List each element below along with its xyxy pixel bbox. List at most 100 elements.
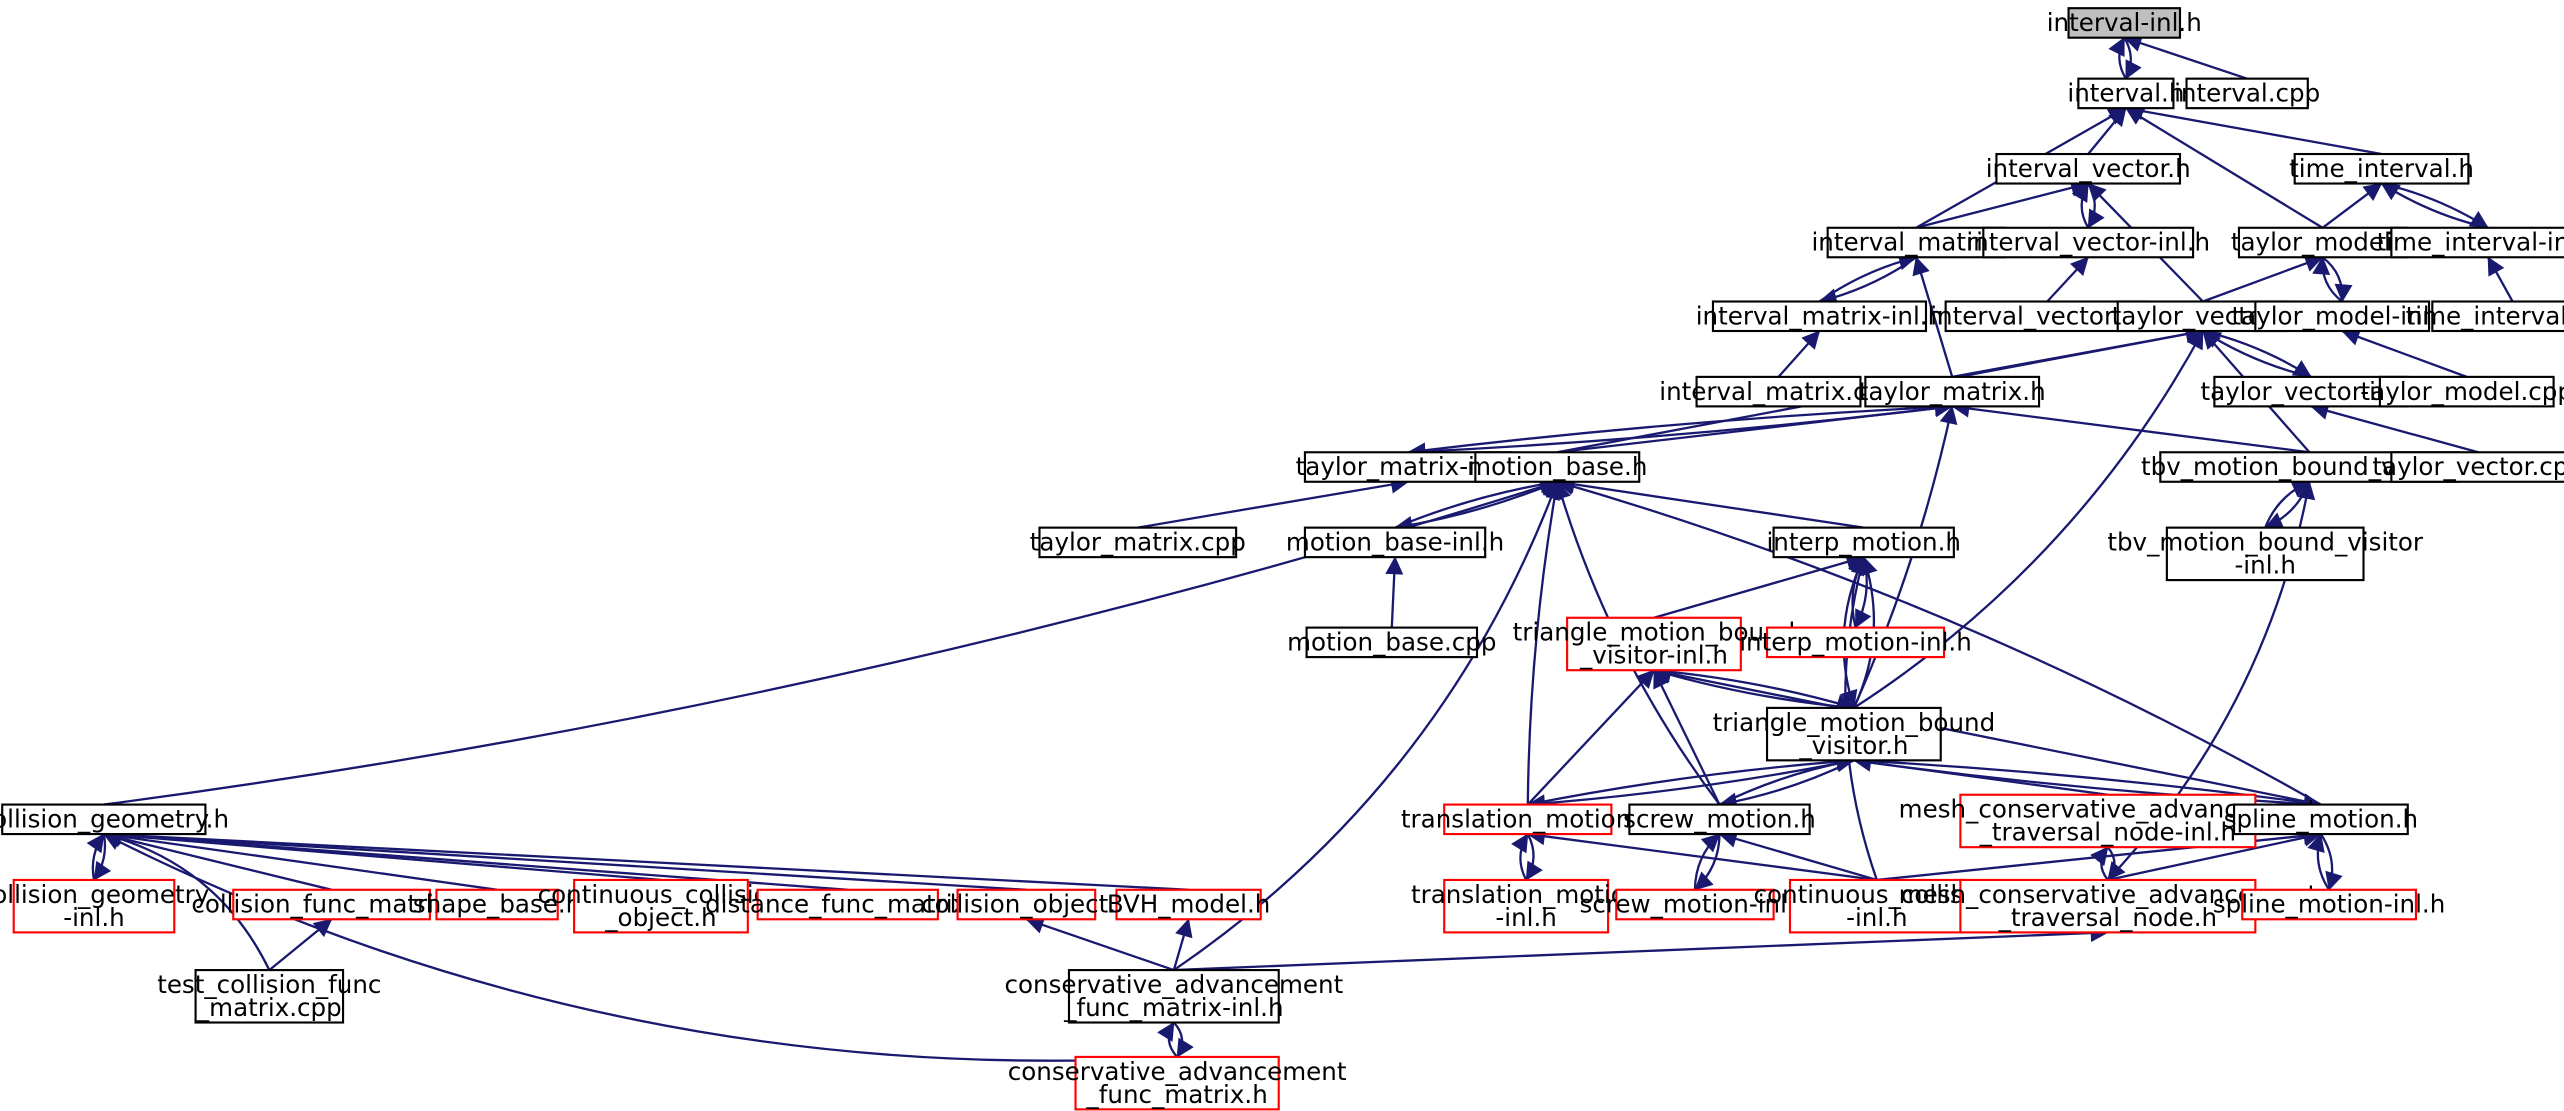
node-box[interactable]: [1695, 375, 1862, 408]
graph-node-n36[interactable]: collision_func_matrix.h: [191, 888, 472, 921]
node-box[interactable]: [2067, 7, 2182, 39]
graph-node-n35[interactable]: collision_geometry-inl.h: [0, 878, 209, 934]
graph-node-n21[interactable]: taylor_vector.cpp: [2372, 451, 2564, 483]
graph-node-n48[interactable]: conservative_advancement_func_matrix-inl…: [1004, 969, 1344, 1024]
node-box[interactable]: [194, 969, 345, 1024]
node-box[interactable]: [1474, 451, 1641, 483]
graph-node-n15[interactable]: taylor_matrix.h: [1859, 375, 2046, 408]
edge-n48-to-n45: [1173, 924, 2109, 972]
graph-node-n34[interactable]: spline_motion.h: [2224, 803, 2418, 836]
node-box[interactable]: [2390, 451, 2564, 483]
graph-node-n32[interactable]: screw_motion.h: [1623, 803, 1816, 836]
node-box[interactable]: [2241, 888, 2418, 921]
graph-node-n43[interactable]: screw_motion-inl.h: [1580, 888, 1811, 921]
node-box[interactable]: [2378, 375, 2555, 408]
edge-n31-to-n29: [1527, 752, 1855, 806]
node-box[interactable]: [1615, 888, 1775, 921]
graph-node-n17[interactable]: taylor_model.cpp: [2361, 375, 2564, 408]
graph-node-n3[interactable]: interval_vector.h: [1986, 152, 2191, 185]
edge-n37-to-n30: [102, 827, 498, 891]
graph-node-n40[interactable]: collision_object.h: [921, 888, 1132, 921]
node-box[interactable]: [2185, 77, 2309, 110]
graph-node-n38[interactable]: continuous_collision_object.h: [538, 878, 785, 934]
node-label: motion_base.h: [1467, 452, 1647, 481]
node-label: screw_motion.h: [1623, 805, 1816, 834]
node-box[interactable]: [2232, 803, 2409, 836]
graph-node-n31[interactable]: translation_motion.h: [1401, 803, 1655, 836]
node-box[interactable]: [1, 803, 207, 836]
graph-node-n1[interactable]: interval.h: [2067, 77, 2184, 110]
graph-node-n27[interactable]: triangle_motion_bound_visitor-inl.h: [1513, 616, 1796, 672]
node-box[interactable]: [1303, 526, 1487, 559]
graph-node-n25[interactable]: tbv_motion_bound_visitor-inl.h: [2107, 526, 2424, 582]
graph-node-n41[interactable]: BVH_model.h: [1107, 888, 1271, 921]
node-box[interactable]: [232, 888, 431, 921]
edge-n9-to-n5: [1818, 252, 1918, 303]
node-box[interactable]: [2213, 375, 2409, 408]
node-box[interactable]: [756, 888, 939, 921]
graph-node-n8[interactable]: time_interval-inl.h: [2377, 226, 2564, 259]
graph-node-n42[interactable]: translation_motion-inl.h: [1411, 878, 1641, 934]
node-box[interactable]: [2431, 300, 2564, 333]
node-box[interactable]: [2237, 226, 2408, 259]
node-box[interactable]: [1765, 626, 1946, 659]
node-box[interactable]: [2254, 300, 2431, 333]
graph-node-n26[interactable]: motion_base.cpp: [1287, 626, 1496, 659]
graph-node-n23[interactable]: motion_base-inl.h: [1286, 526, 1504, 559]
node-box[interactable]: [1711, 300, 1928, 333]
node-box[interactable]: [1038, 526, 1238, 559]
node-box[interactable]: [1305, 626, 1479, 659]
node-label: _func_matrix-inl.h: [1063, 993, 1283, 1022]
graph-node-n12[interactable]: taylor_model-inl.h: [2232, 300, 2453, 333]
node-box[interactable]: [435, 888, 559, 921]
edge-n29-to-n31: [1526, 759, 1855, 813]
graph-node-n45[interactable]: mesh_conservative_advancement_traversal_…: [1899, 878, 2318, 934]
node-box[interactable]: [1995, 152, 2182, 185]
node-box[interactable]: [573, 878, 749, 934]
graph-node-n47[interactable]: test_collision_func_matrix.cpp: [157, 969, 381, 1024]
graph-node-n2[interactable]: interval.cpp: [2174, 77, 2320, 110]
graph-node-n49[interactable]: conservative_advancement_func_matrix.h: [1008, 1055, 1347, 1111]
graph-node-n0[interactable]: interval-inl.h: [2047, 7, 2202, 39]
node-box[interactable]: [956, 888, 1097, 921]
node-box[interactable]: [1443, 803, 1613, 836]
node-box[interactable]: [1982, 226, 2195, 259]
graph-node-n13[interactable]: time_interval.cpp: [2406, 300, 2564, 333]
node-box[interactable]: [1959, 878, 2257, 934]
graph-node-n22[interactable]: taylor_matrix.cpp: [1030, 526, 1246, 559]
graph-node-n37[interactable]: shape_base.h: [413, 888, 581, 921]
graph-node-n14[interactable]: interval_matrix.cpp: [1659, 375, 1898, 408]
graph-node-n9[interactable]: interval_matrix-inl.h: [1696, 300, 1943, 333]
graph-node-n28[interactable]: interp_motion-inl.h: [1739, 626, 1972, 659]
graph-node-n24[interactable]: interp_motion.h: [1766, 526, 1961, 559]
graph-node-n5[interactable]: interval_matrix.h: [1811, 226, 2021, 259]
edge-n20-to-n15: [1951, 399, 2310, 454]
node-box[interactable]: [2390, 226, 2564, 259]
node-box[interactable]: [1628, 803, 1811, 836]
node-box[interactable]: [2293, 152, 2470, 185]
node-label: taylor_model-inl.h: [2232, 301, 2453, 330]
graph-node-n19[interactable]: motion_base.h: [1467, 451, 1647, 483]
node-box[interactable]: [1115, 888, 1262, 921]
node-box[interactable]: [1765, 706, 1942, 762]
node-box[interactable]: [1772, 526, 1955, 559]
edge-n15-to-n5: [1912, 256, 1954, 378]
node-box[interactable]: [1864, 375, 2041, 408]
node-box[interactable]: [1067, 969, 1280, 1024]
node-box[interactable]: [2077, 77, 2175, 110]
graph-node-n29[interactable]: triangle_motion_bound_visitor.h: [1713, 706, 1996, 762]
node-box[interactable]: [1443, 878, 1610, 934]
graph-node-n7[interactable]: taylor_model.h: [2231, 226, 2414, 259]
node-label: motion_base-inl.h: [1286, 528, 1504, 557]
graph-node-n4[interactable]: time_interval.h: [2289, 152, 2474, 185]
graph-node-n46[interactable]: spline_motion-inl.h: [2213, 888, 2445, 921]
graph-node-n39[interactable]: distance_func_matrix.h: [705, 888, 990, 921]
node-box[interactable]: [2165, 526, 2365, 582]
node-box[interactable]: [1074, 1055, 1280, 1111]
node-box[interactable]: [1566, 616, 1742, 672]
edge-n29-to-n32: [1718, 759, 1855, 811]
graph-node-n30[interactable]: collision_geometry.h: [0, 803, 229, 836]
graph-node-n6[interactable]: interval_vector-inl.h: [1966, 226, 2210, 259]
node-box[interactable]: [12, 878, 176, 934]
edge-n45-to-n33: [2090, 846, 2109, 881]
